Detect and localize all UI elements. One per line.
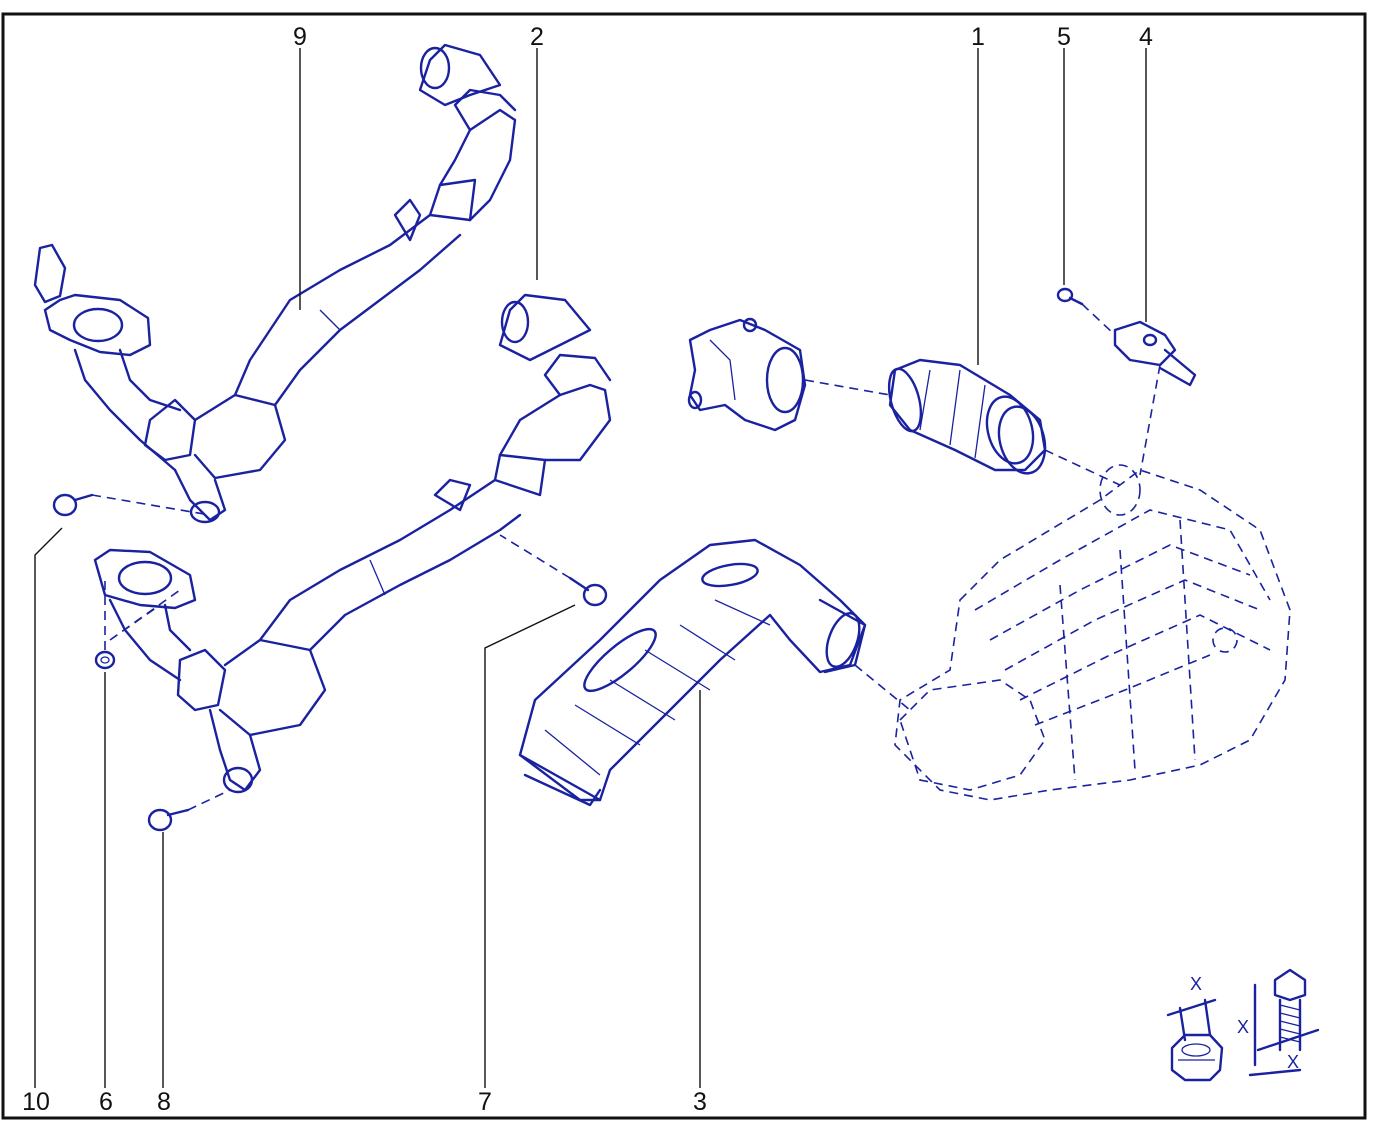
assembly-lines — [91, 303, 1161, 811]
callout-9: 9 — [293, 23, 307, 51]
legend-x-bolt-length: X — [1237, 1017, 1249, 1037]
part-7-bolt — [568, 576, 608, 607]
callout-4: 4 — [1139, 23, 1153, 51]
legend-x-nut: X — [1190, 974, 1202, 994]
part-10-bolt — [52, 493, 94, 517]
part-4-sensor — [1113, 320, 1197, 387]
part-6-nut — [94, 650, 116, 670]
part-9-upper-pipe — [33, 43, 517, 524]
callout-10: 10 — [22, 1088, 50, 1116]
legend-x-bolt-end: X — [1287, 1052, 1299, 1072]
part-2-lower-pipe — [93, 293, 612, 794]
thread-legend: X X X — [1166, 968, 1320, 1082]
part-8-bolt — [147, 808, 190, 832]
callout-8: 8 — [157, 1088, 171, 1116]
part-3-air-duct — [518, 538, 867, 807]
callout-5: 5 — [1057, 23, 1071, 51]
callout-2: 2 — [530, 23, 544, 51]
part-1-intake-hose — [887, 358, 1047, 475]
callout-6: 6 — [99, 1088, 113, 1116]
callout-7: 7 — [478, 1088, 492, 1116]
callout-leaders — [34, 48, 1147, 1088]
callout-1: 1 — [971, 23, 985, 51]
air-filter-housing — [894, 464, 1291, 801]
part-5-screw — [1056, 287, 1084, 306]
diagram-frame — [1, 12, 1367, 1120]
inlet-flange — [687, 317, 807, 432]
callout-3: 3 — [693, 1088, 707, 1116]
